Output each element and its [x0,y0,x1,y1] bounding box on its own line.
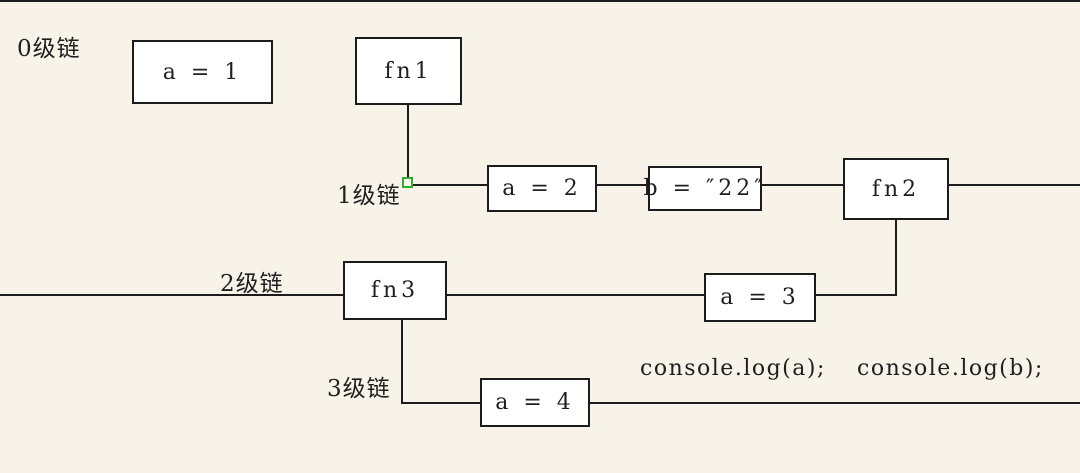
node-fn1[interactable]: fn1 [355,37,462,105]
node-a-equals-4[interactable]: a = 4 [480,378,590,427]
connector-endpoint-handle[interactable] [402,177,413,188]
node-fn2[interactable]: fn2 [843,158,949,220]
console-log-b-statement: console.log(b); [857,356,1044,381]
level-0-chain-line [0,0,1080,2]
level-1-label: 1级链 [337,183,401,209]
level-0-label: 0级链 [17,36,81,62]
fn1-to-level-1-connector [407,105,409,180]
node-a-equals-2[interactable]: a = 2 [487,165,597,212]
fn3-to-level-3-connector [401,320,403,404]
node-a-equals-1[interactable]: a = 1 [132,40,273,104]
fn2-to-level-2-connector [895,220,897,296]
level-3-label: 3级链 [327,376,391,402]
level-2-label: 2级链 [220,271,284,297]
console-log-a-statement: console.log(a); [640,356,826,381]
level-3-chain-line [402,402,1080,404]
node-b-equals-22[interactable]: b = ″22″ [644,166,762,211]
level-2-chain-line [0,294,897,296]
node-fn3[interactable]: fn3 [343,261,447,320]
node-a-equals-3[interactable]: a = 3 [704,273,816,322]
